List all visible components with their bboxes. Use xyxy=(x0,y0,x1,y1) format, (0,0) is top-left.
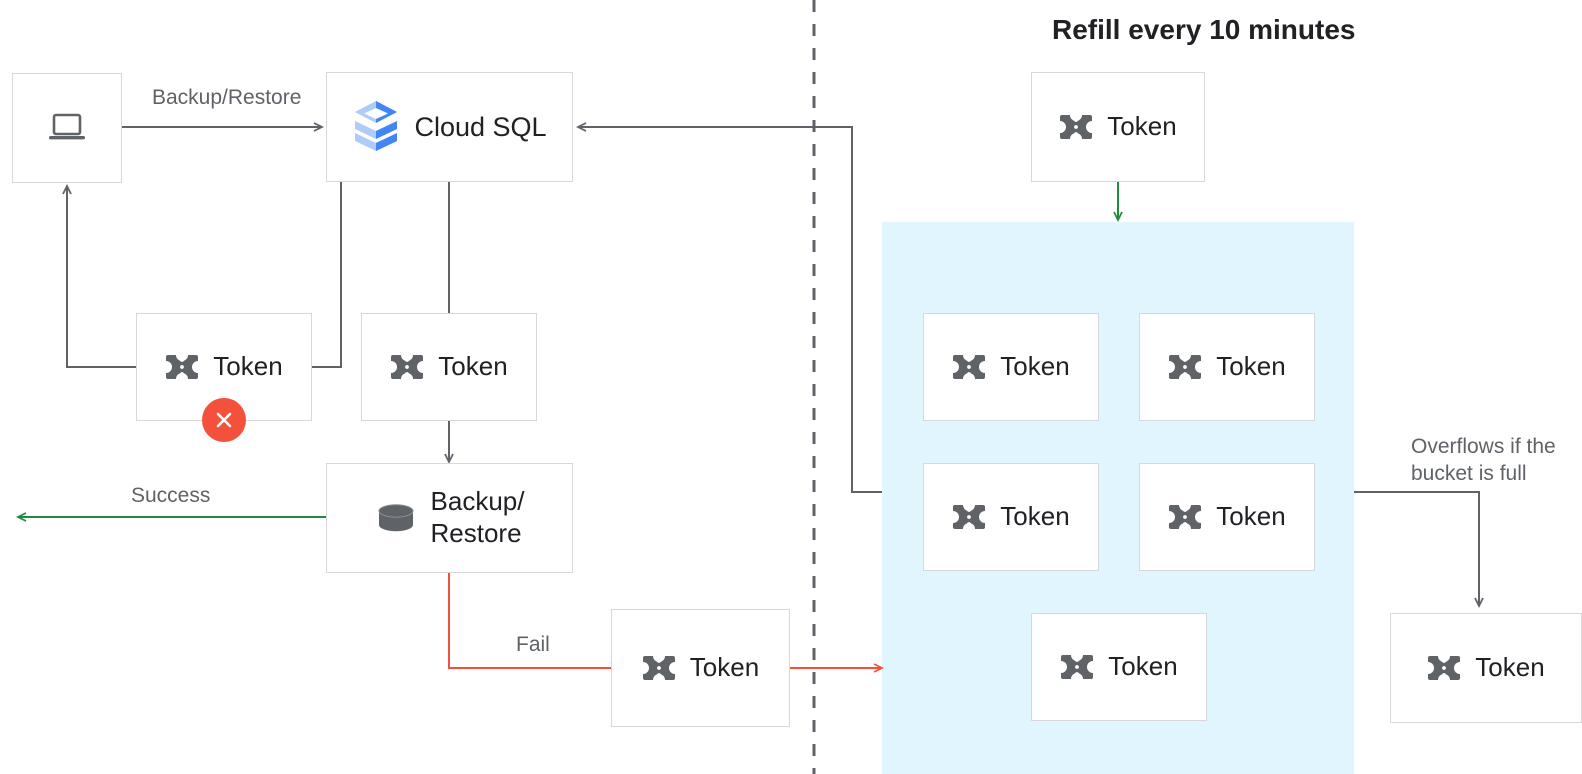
token-sql-node[interactable]: Token xyxy=(361,313,537,421)
token-icon xyxy=(1427,653,1461,683)
cloud-sql-label: Cloud SQL xyxy=(414,111,547,142)
backup-restore-node[interactable]: Backup/ Restore xyxy=(326,463,573,573)
edge-label-backup-restore: Backup/Restore xyxy=(152,86,302,109)
edge-bucket-to-cloudsql xyxy=(575,122,882,493)
backup-restore-label: Backup/ Restore xyxy=(430,486,525,548)
token-overflow-label: Token xyxy=(1475,652,1545,683)
token-fail-node[interactable]: Token xyxy=(611,609,790,727)
bucket-token-label: Token xyxy=(1216,501,1286,532)
token-overflow-node[interactable]: Token xyxy=(1390,613,1582,723)
close-icon xyxy=(216,412,232,428)
bucket-token-label: Token xyxy=(1108,651,1178,682)
bucket-token-node-1[interactable]: Token xyxy=(923,313,1099,421)
cloud-sql-node[interactable]: Cloud SQL xyxy=(326,72,573,182)
token-icon xyxy=(1059,112,1093,142)
token-fail-label: Token xyxy=(689,652,760,683)
token-icon xyxy=(390,352,424,382)
token-icon xyxy=(1168,502,1202,532)
edge-token-to-client xyxy=(62,183,136,368)
cloud-sql-icon xyxy=(352,99,400,155)
bucket-token-label: Token xyxy=(1216,351,1286,382)
token-icon xyxy=(642,653,676,683)
bucket-token-label: Token xyxy=(1000,351,1070,382)
error-x-badge xyxy=(202,398,246,442)
token-icon xyxy=(1060,652,1094,682)
edge-cloudsql-to-token-client xyxy=(312,182,342,368)
token-client-label: Token xyxy=(213,351,283,382)
edge-label-fail: Fail xyxy=(516,633,550,656)
token-icon xyxy=(952,352,986,382)
diagram-title: Refill every 10 minutes xyxy=(1052,14,1356,45)
edge-label-overflow: Overflows if the bucket is full xyxy=(1411,435,1556,485)
token-refill-label: Token xyxy=(1107,111,1177,142)
token-refill-node[interactable]: Token xyxy=(1031,72,1205,182)
bucket-token-node-5[interactable]: Token xyxy=(1031,613,1207,721)
token-sql-label: Token xyxy=(438,351,508,382)
token-icon xyxy=(952,502,986,532)
laptop-icon xyxy=(45,110,89,146)
bucket-token-node-2[interactable]: Token xyxy=(1139,313,1315,421)
database-icon xyxy=(375,501,417,535)
token-icon xyxy=(165,352,199,382)
bucket-token-node-4[interactable]: Token xyxy=(1139,463,1315,571)
bucket-token-label: Token xyxy=(1000,501,1070,532)
token-icon xyxy=(1168,352,1202,382)
client-node[interactable] xyxy=(12,73,122,183)
edge-label-success: Success xyxy=(131,484,211,507)
edge-bucket-overflow xyxy=(1354,491,1484,609)
bucket-token-node-3[interactable]: Token xyxy=(923,463,1099,571)
